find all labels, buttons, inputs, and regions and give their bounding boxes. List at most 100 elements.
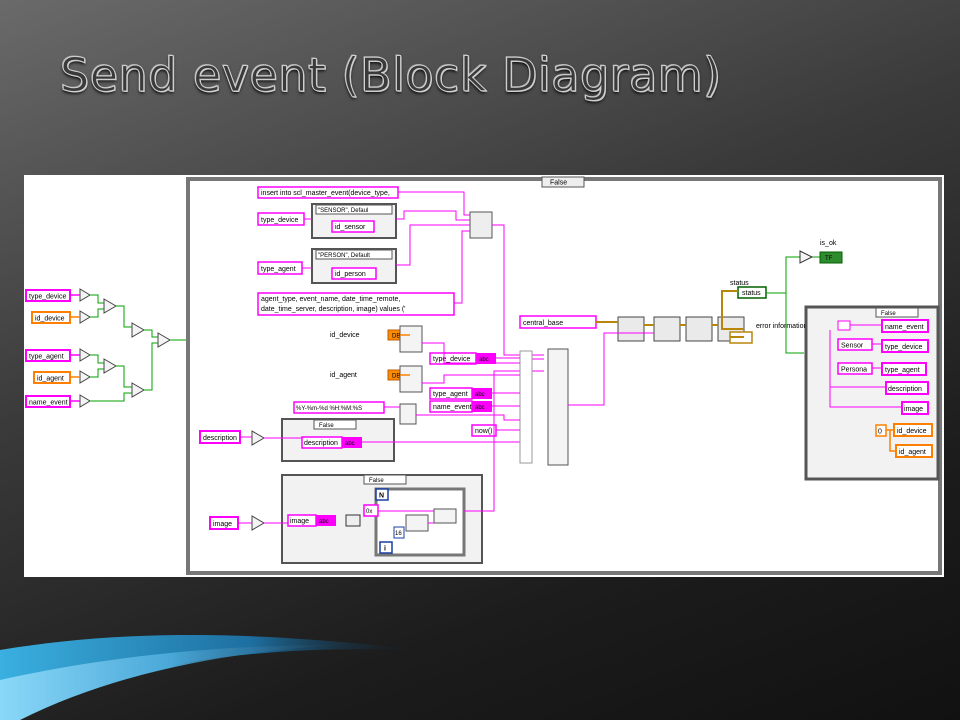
- id-person-constant[interactable]: [331, 267, 377, 280]
- radix-label: 16: [395, 531, 402, 537]
- out-image[interactable]: [901, 401, 929, 415]
- persona-constant-label: Persona: [841, 367, 867, 374]
- string-to-byte-array-node: [345, 514, 361, 527]
- out-type-device[interactable]: [881, 339, 929, 353]
- status-unbundle-label: status: [742, 290, 761, 297]
- sensor-case-selector-label: "SENSOR", Defaul: [318, 208, 368, 214]
- string-wires-bundle: [384, 342, 584, 431]
- numeric-wires: [400, 334, 410, 376]
- out-name-event-label: name_event: [885, 324, 924, 331]
- image-case-selector[interactable]: [363, 474, 407, 485]
- bundle-type-agent-abc: [472, 388, 492, 399]
- format-date-time-node: [399, 403, 417, 425]
- query-wire: [584, 332, 654, 406]
- image-case-selector-label: False: [369, 478, 384, 484]
- abc-tag-4: abc: [345, 441, 355, 447]
- reference-wires: [596, 321, 718, 326]
- tf-tag: TF: [825, 256, 833, 262]
- terminal-description-label: description: [203, 435, 237, 442]
- sensor-case-selector[interactable]: [315, 204, 393, 215]
- right-numeric-wires: [886, 429, 896, 452]
- date-format-text: %Y-%m-%d %H:%M:%S: [296, 406, 362, 412]
- terminal-image-label: image: [213, 521, 232, 528]
- sql-insert-text: insert into scl_master_event(device_type…: [261, 190, 390, 197]
- status-label: status: [730, 280, 749, 287]
- status-wires: [766, 256, 820, 354]
- zero-constant-label: 0: [878, 429, 882, 436]
- decorative-ribbon: [0, 635, 420, 720]
- concatenate-many-node: [547, 348, 569, 466]
- out-type-agent-label: type_agent: [885, 367, 920, 374]
- out-description-label: description: [888, 386, 922, 393]
- not-node: [799, 250, 814, 264]
- id-sensor-constant[interactable]: [331, 220, 375, 233]
- ribbon-light: [0, 645, 340, 720]
- id-sensor-label: id_sensor: [335, 224, 366, 231]
- error-info-label: error information: [756, 323, 807, 330]
- sensor-constant-label: Sensor: [841, 343, 864, 350]
- description-in-case-label: description: [304, 440, 338, 447]
- radix-constant[interactable]: [393, 526, 405, 539]
- block-diagram: type_device id_device type_agent id_agen…: [24, 175, 944, 577]
- number-to-string-node-1: [399, 325, 423, 353]
- type-agent-constant-label: type_agent: [261, 266, 296, 273]
- terminal-id-agent-label: id_agent: [37, 376, 64, 383]
- person-case-selector[interactable]: [315, 249, 393, 260]
- empty-string-const[interactable]: [837, 320, 851, 331]
- right-case-wires: [829, 324, 902, 408]
- out-type-agent[interactable]: [881, 362, 927, 376]
- person-case-selector-label: "PERSON", Default: [318, 253, 370, 259]
- columns-text-line1: agent_type, event_name, date_time_remote…: [261, 296, 400, 303]
- empty-check-nodes: [79, 288, 171, 408]
- is-ok-indicator[interactable]: [819, 251, 843, 264]
- description-abc: [342, 437, 362, 448]
- bundle-name-event-label: name_event: [433, 404, 472, 411]
- loop-count-terminal: [375, 488, 389, 501]
- boolean-wires: [90, 294, 188, 402]
- concatenate-strings-node: [469, 211, 493, 239]
- out-id-agent-label: id_agent: [899, 449, 926, 456]
- type-device-constant-label: type_device: [261, 217, 298, 224]
- out-name-event[interactable]: [881, 319, 929, 333]
- number-to-hex-node: [405, 514, 429, 532]
- error-wires: [721, 290, 744, 338]
- description-empty-check: [251, 430, 265, 446]
- outer-case-selector[interactable]: [541, 176, 585, 188]
- input-terminals: type_device id_device type_agent id_agen…: [25, 289, 71, 408]
- image-in-case-label: image: [290, 518, 309, 525]
- ni-watermark: NATIONAL: [584, 553, 669, 571]
- ribbon-dark: [0, 635, 420, 720]
- abc-tag-5: abc: [319, 519, 329, 525]
- slide-title: Send event (Block Diagram): [60, 48, 722, 103]
- concat-inputs: [519, 350, 533, 464]
- out-description[interactable]: [885, 381, 929, 395]
- right-case-selector[interactable]: [875, 307, 919, 318]
- description-case-selector-label: False: [319, 423, 334, 429]
- bundle-type-device-abc: [476, 353, 496, 364]
- number-to-string-node-2: [399, 365, 423, 393]
- id-agent-label: id_agent: [330, 372, 357, 379]
- abc-tag-2: abc: [475, 392, 485, 398]
- terminal-type-agent-label: type_agent: [29, 354, 64, 361]
- description-case-selector[interactable]: [313, 419, 357, 430]
- out-type-device-label: type_device: [885, 344, 922, 351]
- right-case-selector-label: False: [881, 311, 896, 317]
- terminal-id-device-label: id_device: [35, 316, 65, 323]
- outer-case-selector-label: False: [550, 180, 567, 187]
- loop-i: i: [384, 546, 386, 553]
- image-abc: [316, 515, 336, 526]
- loop-iteration-terminal: [379, 541, 393, 554]
- columns-constant[interactable]: [257, 292, 455, 316]
- id-person-label: id_person: [335, 271, 366, 278]
- columns-text-line2: date_time_server, description, image) va…: [261, 306, 406, 313]
- out-image-label: image: [904, 406, 923, 413]
- out-id-device-label: id_device: [897, 428, 927, 435]
- terminal-type-device-label: type_device: [29, 294, 66, 301]
- terminal-name-event-label: name_event: [29, 400, 68, 407]
- now-label: now(): [475, 428, 493, 435]
- id-agent-dbl-tag: DBL: [392, 374, 404, 380]
- abc-tag-1: abc: [479, 357, 489, 363]
- hex-prefix-label: 0x: [366, 509, 372, 515]
- shift-register-concat: [433, 508, 457, 524]
- loop-N: N: [379, 493, 384, 500]
